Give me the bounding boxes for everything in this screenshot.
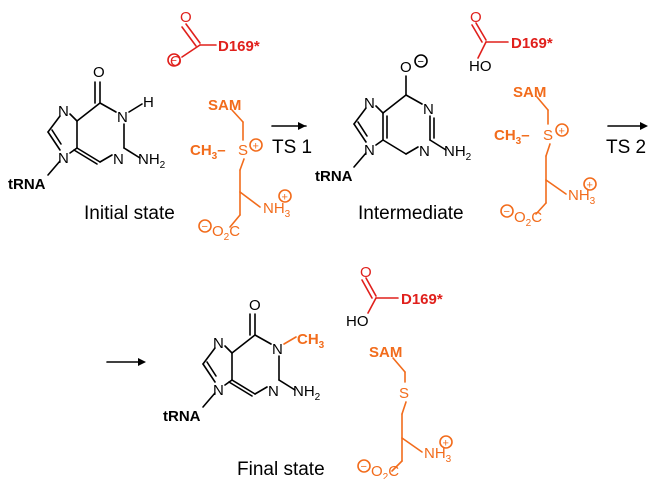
methyl-s: CH3– bbox=[190, 142, 226, 162]
n3: N bbox=[268, 383, 279, 400]
nh2: NH2 bbox=[138, 151, 166, 171]
carboxylate-o-minus: O bbox=[170, 53, 182, 70]
guanine-o-minus: O bbox=[400, 59, 412, 76]
sam-intermediate: SAM CH3– S + NH3 + − O2C bbox=[494, 84, 597, 229]
trna-label: tRNA bbox=[8, 176, 46, 193]
initial-state-label: Initial state bbox=[84, 203, 175, 224]
minus-charge: − bbox=[361, 461, 367, 473]
plus-charge: + bbox=[282, 192, 288, 204]
intermediate-panel: O HO D169* O − N N NH2 bbox=[315, 9, 597, 229]
n9: N bbox=[58, 150, 69, 167]
initial-state-panel: O O − D169* O N H bbox=[8, 9, 292, 243]
ammonium: NH3 bbox=[263, 200, 291, 220]
plus-charge: + bbox=[587, 180, 593, 192]
plus-charge: + bbox=[253, 141, 259, 153]
minus-charge-icon bbox=[167, 53, 181, 67]
carboxylate-o-top: O bbox=[180, 9, 192, 26]
n1: N bbox=[117, 109, 128, 126]
minus-charge: − bbox=[418, 56, 424, 68]
nh2: NH2 bbox=[444, 143, 472, 163]
arrow-final bbox=[106, 358, 146, 366]
carboxylate: O2C bbox=[212, 223, 240, 243]
ammonium: NH3 bbox=[568, 187, 596, 207]
n3: N bbox=[113, 151, 124, 168]
sam-label: SAM bbox=[369, 344, 402, 361]
trna-label: tRNA bbox=[315, 168, 353, 185]
sah-final: SAM S NH3 + − O2C bbox=[357, 344, 453, 479]
minus-charge-icon bbox=[500, 204, 514, 218]
sulfonium-s: S bbox=[238, 142, 248, 159]
minus-charge-icon bbox=[414, 54, 428, 68]
ts2-label: TS 2 bbox=[606, 137, 646, 158]
asp169-label: D169* bbox=[401, 291, 443, 308]
n7: N bbox=[213, 335, 224, 352]
n3: N bbox=[419, 143, 430, 160]
final-state-label: Final state bbox=[237, 459, 325, 479]
n1: N bbox=[272, 341, 283, 358]
n7: N bbox=[58, 103, 69, 120]
minus-charge: − bbox=[504, 206, 510, 218]
sulfonium-s: S bbox=[543, 127, 553, 144]
sam-label: SAM bbox=[208, 97, 241, 114]
guanine-intermediate: O − N N NH2 N N tRNA bbox=[315, 54, 472, 185]
plus-charge-icon bbox=[439, 435, 453, 449]
asp169-label: D169* bbox=[218, 38, 260, 55]
asp169-carboxylic-acid: O HO D169* bbox=[469, 9, 553, 75]
guanine-o: O bbox=[249, 297, 261, 314]
new-methyl: CH3 bbox=[297, 331, 325, 351]
methyl-s: CH3– bbox=[494, 127, 530, 147]
sam-initial: SAM CH3– S + NH3 + − O2C bbox=[190, 97, 292, 243]
minus-charge: − bbox=[171, 55, 177, 67]
minus-charge: − bbox=[202, 221, 208, 233]
acid-ho: HO bbox=[469, 58, 492, 75]
minus-charge-icon bbox=[198, 219, 212, 233]
n9: N bbox=[364, 142, 375, 159]
n9: N bbox=[213, 382, 224, 399]
n1: N bbox=[423, 101, 434, 118]
asp169-carboxylic-acid-final: O HO D169* bbox=[346, 264, 443, 330]
ts1-label: TS 1 bbox=[272, 137, 312, 158]
asp169-carboxylate: O O − D169* bbox=[167, 9, 260, 70]
arrow-ts1: TS 1 bbox=[271, 122, 312, 158]
guanine-initial: O N H N NH2 N N tRNA bbox=[8, 64, 166, 193]
plus-charge: + bbox=[443, 438, 449, 450]
plus-charge-icon bbox=[278, 189, 292, 203]
trna-label: tRNA bbox=[163, 408, 201, 425]
carboxylate: O2C bbox=[514, 209, 542, 229]
minus-charge-icon bbox=[357, 459, 371, 473]
plus-charge-icon bbox=[249, 138, 263, 152]
guanine-methylated: O N CH3 N NH2 N N tRNA bbox=[163, 297, 325, 425]
n1-h: H bbox=[143, 94, 154, 111]
plus-charge-icon bbox=[555, 123, 569, 137]
intermediate-label: Intermediate bbox=[358, 203, 464, 224]
plus-charge-icon bbox=[583, 177, 597, 191]
thioether-s: S bbox=[399, 385, 409, 402]
arrow-ts2: TS 2 bbox=[606, 122, 648, 158]
acid-ho: HO bbox=[346, 313, 369, 330]
asp169-label: D169* bbox=[511, 35, 553, 52]
guanine-o: O bbox=[93, 64, 105, 81]
nh2: NH2 bbox=[293, 383, 321, 403]
final-state-panel: O HO D169* O N CH3 N NH2 bbox=[163, 264, 453, 479]
ammonium: NH3 bbox=[424, 445, 452, 465]
acid-o-top: O bbox=[470, 9, 482, 26]
plus-charge: + bbox=[559, 126, 565, 138]
acid-o-top: O bbox=[360, 264, 372, 281]
carboxylate: O2C bbox=[371, 463, 399, 479]
n7: N bbox=[364, 95, 375, 112]
sam-label: SAM bbox=[513, 84, 546, 101]
